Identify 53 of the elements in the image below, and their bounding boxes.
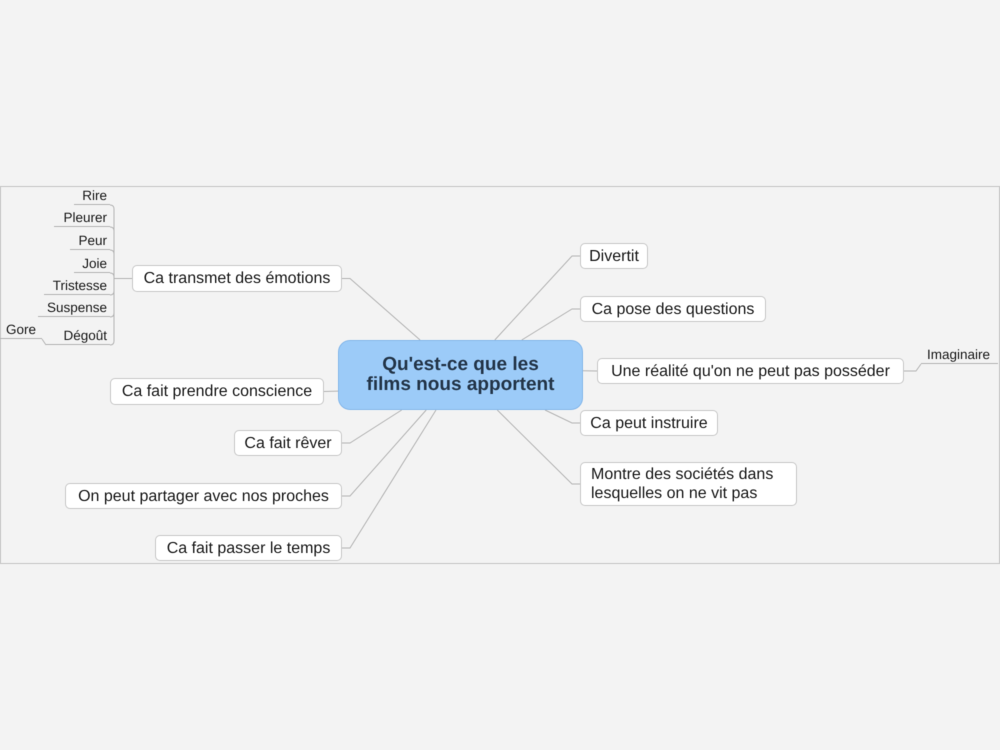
underlined-subtopic (70, 233, 110, 250)
connector-line (521, 308, 580, 340)
topic-label: Une réalité qu'on ne peut pas posséder (611, 362, 890, 380)
topic-box (597, 358, 904, 384)
topic-box (580, 410, 718, 436)
underlined-subtopic (54, 210, 110, 227)
topic-label: Gore (6, 322, 36, 338)
topic-label: On peut partager avec nos proches (78, 486, 329, 506)
topic-label: Ca pose des questions (592, 300, 754, 318)
topic-label: Imaginaire (927, 347, 990, 363)
topic-box (110, 378, 324, 405)
topic-box (580, 296, 766, 322)
topic-label: Divertit (589, 246, 639, 266)
topic-box (580, 462, 797, 506)
connector-line (42, 338, 46, 346)
topic-box (65, 483, 342, 509)
underlined-subtopic (74, 256, 110, 273)
connector-line (582, 370, 598, 372)
topic-label: Ca fait rêver (244, 434, 332, 452)
topic-label: Qu'est-ce que les films nous apportent (366, 355, 556, 395)
topic-box (234, 430, 342, 456)
underlined-subtopic (74, 188, 110, 205)
topic-box (155, 535, 342, 561)
topic-label: Ca fait prendre conscience (122, 382, 312, 401)
topic-label: Peur (78, 233, 107, 249)
topic-label: Pleurer (63, 210, 107, 226)
connector-line (324, 390, 338, 392)
topic-label: Rire (82, 188, 107, 204)
connector-line (342, 278, 421, 340)
central-topic-box (338, 340, 583, 410)
connector-line (342, 410, 436, 548)
topic-label: Joie (82, 256, 107, 272)
underlined-subtopic (46, 328, 110, 345)
underlined-subtopic (44, 278, 110, 295)
connector-line (496, 410, 580, 484)
topic-label: Ca transmet des émotions (144, 269, 330, 288)
connector-line (494, 256, 580, 340)
topic-label: Suspense (46, 300, 107, 316)
topic-label: Tristesse (52, 278, 107, 294)
topic-label: Ca fait passer le temps (166, 538, 330, 558)
underlined-subtopic (38, 300, 110, 317)
topic-box (132, 265, 342, 292)
connector-line (342, 410, 427, 496)
topic-label: Dégoût (63, 328, 107, 344)
topic-label: Montre des sociétés dans lesquelles on ne vit pas (591, 465, 774, 503)
connector-line (110, 278, 132, 346)
connector-line (544, 410, 580, 424)
underlined-subtopic (0, 322, 42, 339)
connector-line (904, 364, 922, 372)
topic-box (580, 243, 648, 269)
underlined-subtopic (921, 347, 998, 364)
topic-label: Ca peut instruire (590, 414, 708, 432)
connector-line (342, 410, 402, 444)
